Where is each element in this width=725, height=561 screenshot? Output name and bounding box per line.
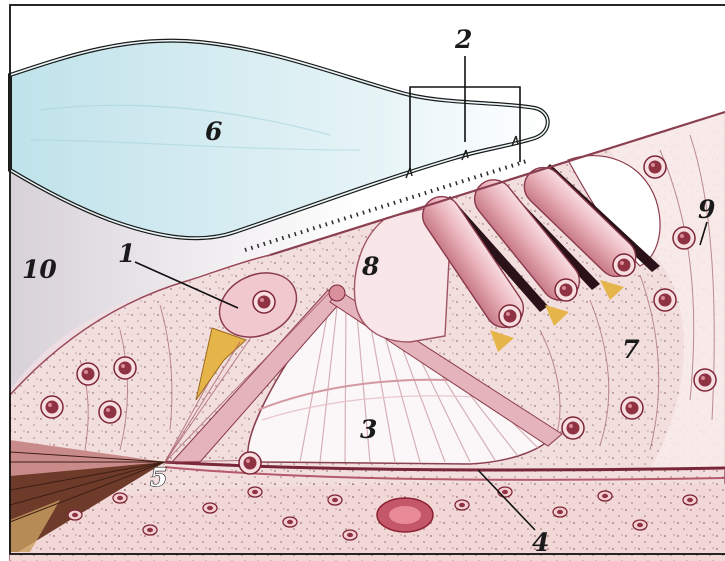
label-8: 8 (361, 252, 379, 281)
cell-nucleus (613, 254, 635, 276)
osteocyte (283, 517, 297, 527)
cell-nucleus (555, 279, 577, 301)
osteocyte (328, 495, 342, 505)
cell-nucleus (621, 397, 643, 419)
cell-nucleus (41, 396, 63, 418)
osteocyte (143, 525, 157, 535)
cell-nucleus (673, 227, 695, 249)
label-5: 5 (150, 463, 167, 492)
label-10: 10 (22, 255, 57, 284)
cell-nucleus (239, 452, 261, 474)
cell-nucleus (114, 357, 136, 379)
osteocyte (553, 507, 567, 517)
label-7: 7 (622, 335, 640, 364)
osteocyte (248, 487, 262, 497)
osteocyte (113, 493, 127, 503)
label-2: 2 (454, 25, 472, 54)
osteocyte (633, 520, 647, 530)
cell-nucleus (99, 401, 121, 423)
osteocyte (683, 495, 697, 505)
pillar-head (329, 285, 345, 301)
cell-nucleus (654, 289, 676, 311)
label-4: 4 (532, 528, 549, 557)
cell-nucleus (562, 417, 584, 439)
cell-nucleus (77, 363, 99, 385)
osteocyte (598, 491, 612, 501)
osteocyte (498, 487, 512, 497)
cell-nucleus (499, 305, 521, 327)
cell-nucleus (253, 291, 275, 313)
osteocyte (343, 530, 357, 540)
label-9: 9 (698, 195, 715, 224)
cell-nucleus (644, 156, 666, 178)
osteocyte (455, 500, 469, 510)
cell-nucleus (694, 369, 716, 391)
label-3: 3 (360, 415, 377, 444)
blood-vessel (377, 498, 433, 532)
osteocyte (203, 503, 217, 513)
label-1: 1 (118, 239, 135, 268)
label-6: 6 (205, 117, 222, 146)
osteocyte (68, 510, 82, 520)
